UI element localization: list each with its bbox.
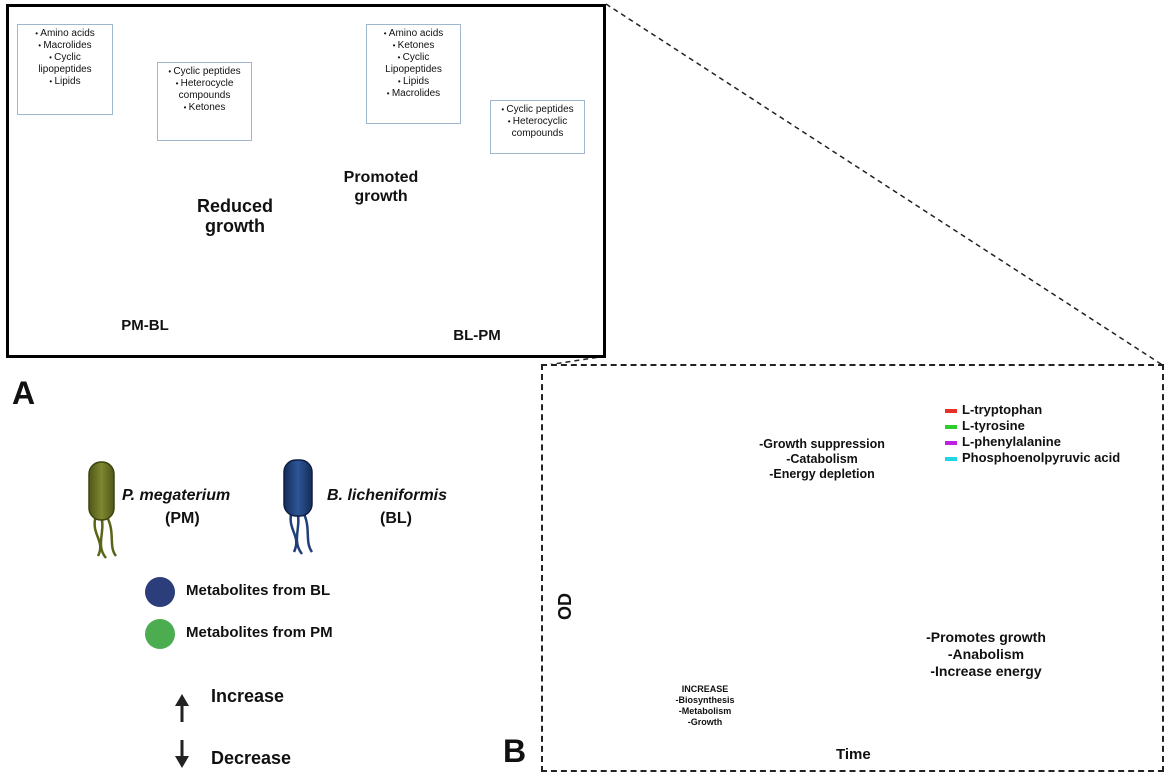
pm-abbr: (PM) <box>165 510 200 527</box>
promoted-growth-label: Promoted growth <box>343 169 419 205</box>
y-axis-label: OD <box>555 593 575 620</box>
bl-name: B. licheniformis <box>327 487 448 504</box>
increase-label: Increase <box>211 686 285 706</box>
star-line: -Growth <box>687 717 723 727</box>
blpm-increased-list: Amino acids Ketones Cyclic Lipopeptides … <box>366 24 461 124</box>
list-item: Cyclic Lipopeptides <box>371 52 456 76</box>
list-item: Ketones <box>371 40 456 52</box>
decrease-label: Decrease <box>211 748 292 768</box>
bl-abbr: (BL) <box>380 510 412 527</box>
list-item: Heterocycle compounds <box>162 78 247 102</box>
list-item: Lipids <box>371 76 456 88</box>
list-item: Amino acids <box>371 28 456 40</box>
metabolite-legend: L-tryptophan L-tyrosine L-phenylalanine … <box>945 402 1120 466</box>
list-item: Amino acids <box>22 28 108 40</box>
increase-text: INCREASE -Biosynthesis -Metabolism -Grow… <box>660 684 750 728</box>
legend-item-pep: Phosphoenolpyruvic acid <box>945 450 1120 466</box>
metab-pm-label: Metabolites from PM <box>186 624 333 641</box>
list-item: Ketones <box>162 102 247 114</box>
list-item: Cyclic peptides <box>162 66 247 78</box>
star-line: -Metabolism <box>678 706 732 716</box>
list-item: Cyclic lipopeptides <box>22 52 108 76</box>
zoom-line-right <box>605 3 1165 367</box>
pmbl-increased-list: Amino acids Macrolides Cyclic lipopeptid… <box>17 24 113 115</box>
pm-legend-icon <box>88 461 118 559</box>
x-axis-label: Time <box>836 746 871 763</box>
panel-a-letter: A <box>12 375 36 411</box>
pmbl-decreased-list: Cyclic peptides Heterocycle compounds Ke… <box>157 62 252 141</box>
list-item: Macrolides <box>22 40 108 52</box>
list-item: Lipids <box>22 76 108 88</box>
legend-decrease-arrow <box>175 740 189 768</box>
panel-b-frame <box>541 364 1164 772</box>
star-line: -Increase energy <box>930 663 1042 679</box>
bl-legend-icon <box>283 459 314 555</box>
promotes-growth-text: -Promotes growth -Anabolism -Increase en… <box>916 629 1056 680</box>
star-line: -Anabolism <box>947 646 1025 662</box>
metab-bl-dot <box>145 577 175 607</box>
list-item: Macrolides <box>371 88 456 100</box>
reduced-growth-label: Reduced growth <box>196 196 274 236</box>
star-line: -Energy depletion <box>769 467 875 481</box>
star-line: -Catabolism <box>786 452 858 466</box>
blpm-decreased-list: Cyclic peptides Heterocyclic compounds <box>490 100 585 154</box>
list-item: Cyclic peptides <box>495 104 580 116</box>
star-line: INCREASE <box>681 684 729 694</box>
panel-b-letter: B <box>503 733 527 769</box>
legend-item-tyrosine: L-tyrosine <box>945 418 1120 434</box>
pmbl-label: PM-BL <box>121 317 169 334</box>
legend-increase-arrow <box>175 694 189 722</box>
list-item: Heterocyclic compounds <box>495 116 580 140</box>
metab-pm-dot <box>145 619 175 649</box>
metab-bl-label: Metabolites from BL <box>186 582 331 599</box>
star-line: -Promotes growth <box>926 629 1046 645</box>
legend-item-phenylalanine: L-phenylalanine <box>945 434 1120 450</box>
growth-suppression-text: -Growth suppression -Catabolism -Energy … <box>743 437 901 482</box>
star-line: -Growth suppression <box>759 437 885 451</box>
blpm-label: BL-PM <box>453 327 501 344</box>
legend-item-tryptophan: L-tryptophan <box>945 402 1120 418</box>
pm-name: P. megaterium <box>122 487 231 504</box>
star-line: -Biosynthesis <box>675 695 735 705</box>
